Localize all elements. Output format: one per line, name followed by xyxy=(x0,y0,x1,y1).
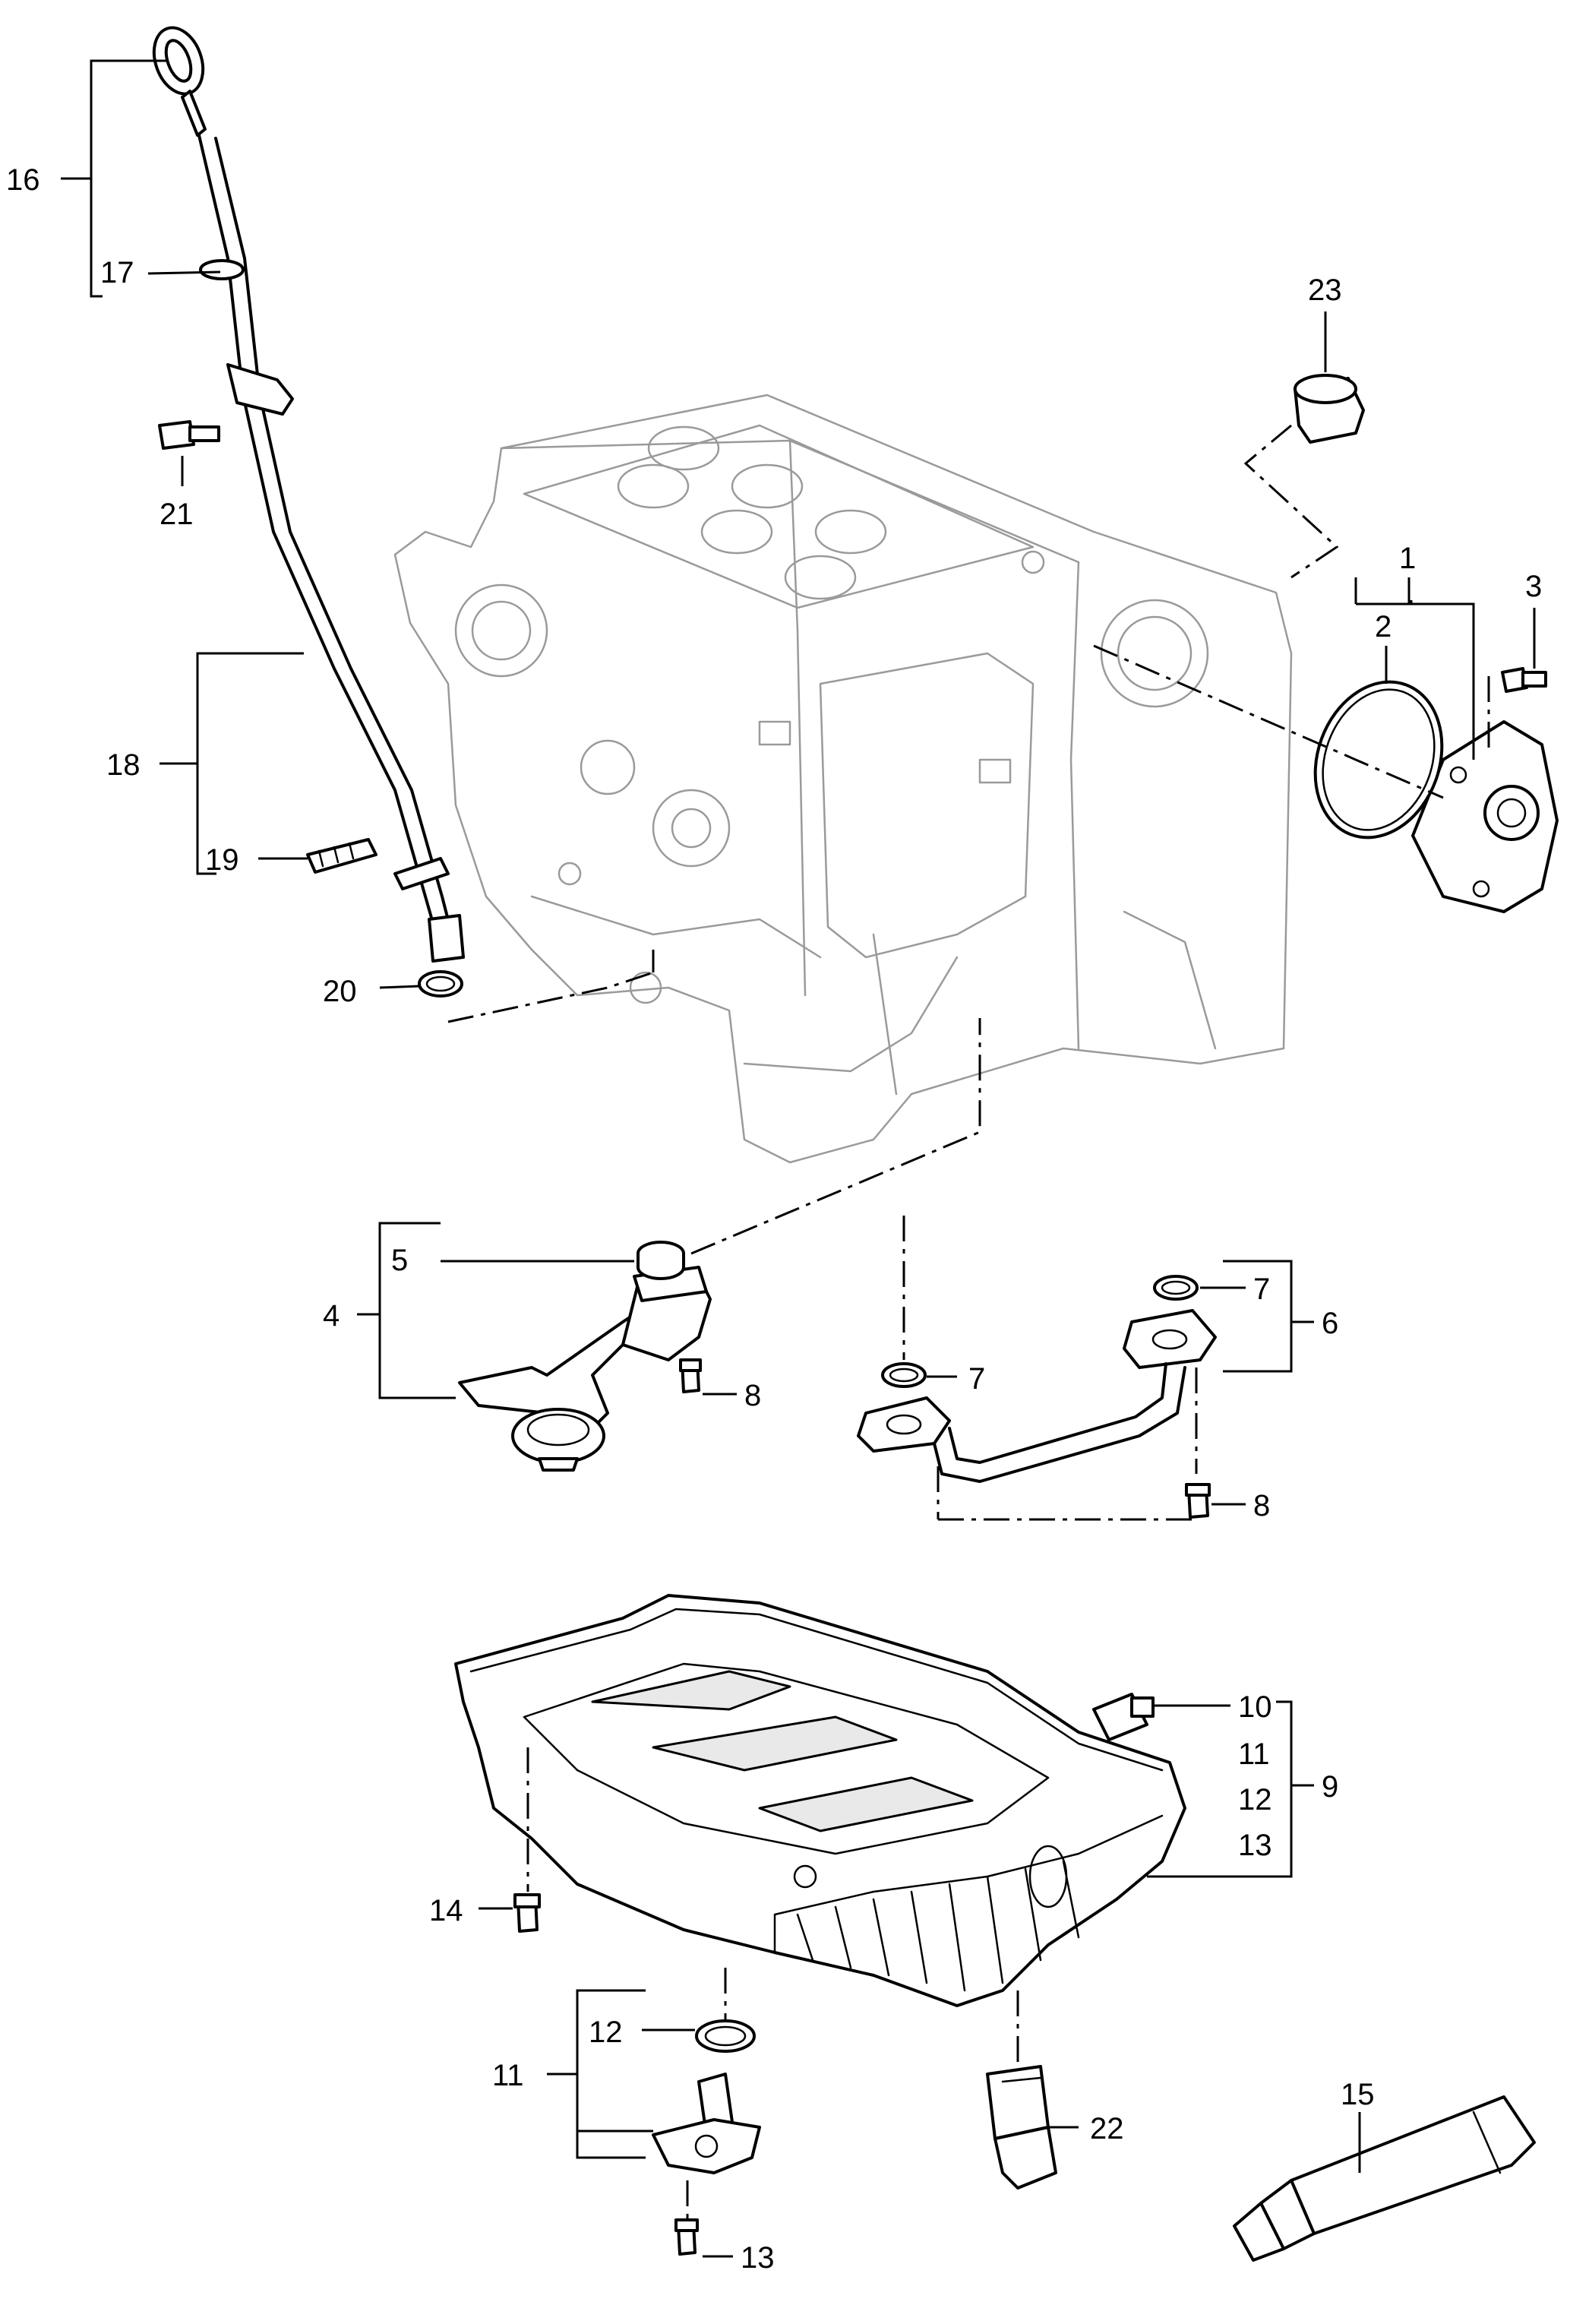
callout-8-left: 8 xyxy=(744,1379,761,1412)
pressure-pipe-6 xyxy=(857,1309,1217,1483)
callout-7-upper: 7 xyxy=(1253,1273,1270,1306)
callout-8-right: 8 xyxy=(1253,1489,1270,1522)
suction-pipe-4 xyxy=(458,1266,712,1472)
callout-22: 22 xyxy=(1090,2112,1124,2145)
bolt-3 xyxy=(1501,667,1547,693)
callout-3: 3 xyxy=(1525,570,1542,603)
assembly-lines xyxy=(447,424,1490,2218)
oil-pan-9 xyxy=(454,1594,1186,2007)
sensor-10 xyxy=(1092,1693,1155,1741)
clip-19 xyxy=(306,838,377,874)
bolt-21 xyxy=(158,420,220,450)
dipstick-assembly xyxy=(152,26,465,963)
bolt-8-right xyxy=(1185,1483,1211,1519)
plug-23 xyxy=(1294,374,1365,444)
callout-5: 5 xyxy=(391,1244,408,1277)
callout-10: 10 xyxy=(1238,1690,1272,1724)
callout-20: 20 xyxy=(323,975,357,1008)
callout-11-upper: 11 xyxy=(1238,1737,1270,1771)
bolt-13 xyxy=(674,2218,699,2256)
callout-4: 4 xyxy=(323,1299,340,1333)
sealant-tube-15 xyxy=(1233,2095,1536,2262)
callout-6: 6 xyxy=(1322,1307,1338,1340)
callout-13-upper: 13 xyxy=(1238,1829,1272,1862)
callout-7-lower: 7 xyxy=(968,1362,985,1396)
engine-block xyxy=(393,394,1293,1164)
oring-7-upper xyxy=(1153,1275,1199,1301)
leader-lines xyxy=(61,59,1536,2258)
connector-22 xyxy=(986,2065,1057,2190)
callout-21: 21 xyxy=(160,498,194,531)
callout-23: 23 xyxy=(1308,274,1342,307)
callout-12-lower: 12 xyxy=(589,2016,623,2049)
callout-13-lower: 13 xyxy=(741,2241,775,2275)
bolt-8-left xyxy=(679,1358,702,1393)
callout-19: 19 xyxy=(205,843,239,877)
oring-20 xyxy=(418,970,463,998)
callouts: 16 17 21 18 19 20 23 1 2 3 5 4 8 7 7 6 8… xyxy=(6,163,1542,2275)
callout-17: 17 xyxy=(100,256,134,289)
callout-14: 14 xyxy=(429,1894,463,1927)
level-sensor-11 xyxy=(652,2073,761,2174)
callout-2: 2 xyxy=(1375,610,1392,643)
oring-7-lower xyxy=(881,1362,927,1388)
callout-9: 9 xyxy=(1322,1770,1338,1804)
callout-12-upper: 12 xyxy=(1238,1783,1272,1817)
plug-5 xyxy=(637,1241,685,1280)
callout-11-lower: 11 xyxy=(492,2059,524,2092)
callout-18: 18 xyxy=(106,748,141,782)
seal-12 xyxy=(695,2019,756,2053)
callout-1: 1 xyxy=(1399,542,1416,575)
callout-16: 16 xyxy=(6,163,40,197)
callout-15: 15 xyxy=(1341,2078,1375,2111)
bolt-14 xyxy=(513,1893,541,1933)
oil-pump-1 xyxy=(1411,720,1559,913)
oring-2 xyxy=(1313,680,1444,839)
